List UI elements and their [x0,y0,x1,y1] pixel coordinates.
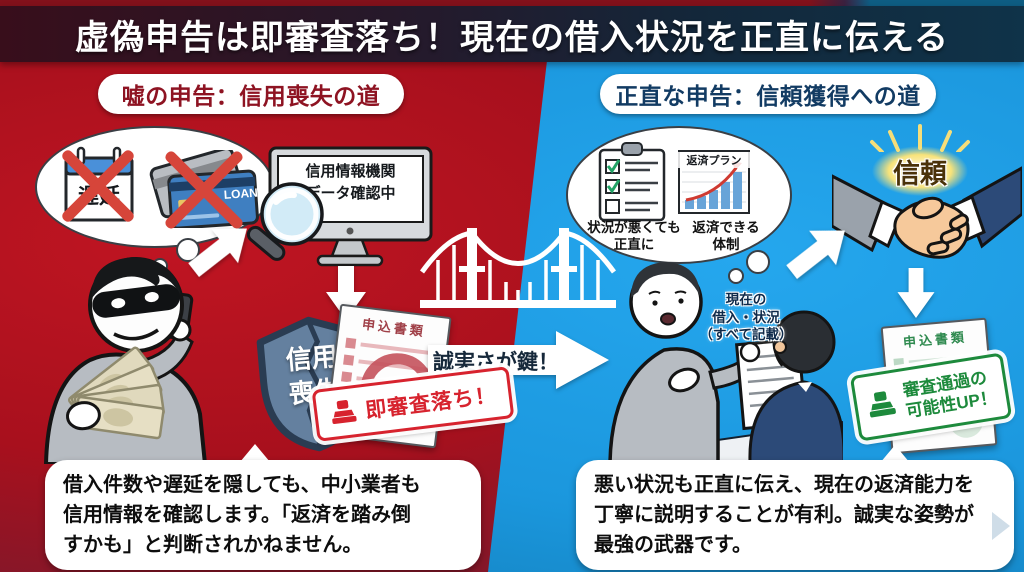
approved-doc-title: 申込書類 [902,329,968,350]
left-caption-tail [240,444,270,462]
calendar-x-icon [50,138,146,234]
trust-badge-label: 信頼 [893,158,947,189]
bridge-icon [419,220,617,334]
dishonest-applicant-illustration [28,242,263,466]
left-header-label: 嘘の申告：信用喪失の道 [121,83,381,109]
instant-rejection-stamp-badge: 即審査落ち！ [311,366,515,442]
conversation-note: 現在の 借入・状況 （すべて記載） [699,292,793,343]
top-strip [0,0,1024,8]
chart-title: 返済プラン [678,152,750,168]
sincerity-arrow-label: 誠実さが鍵！ [433,351,559,374]
magnifier-icon [240,176,336,276]
stamp-icon [332,400,357,424]
repayment-plan-chart: 返済プラン [678,150,750,214]
handshake-illustration [830,150,1024,288]
arrow-up-right-icon [777,210,865,296]
approve-stamp-label: 審査通過の 可能性UP！ [901,367,999,421]
right-caption: 悪い状況も正直に伝え、現在の返済能力を 丁寧に説明することが有利。誠実な姿勢が … [576,460,1014,570]
left-caption: 借入件数や遅延を隠しても、中小業者も 信用情報を確認します。「返済を踏み倒 すか… [45,460,481,570]
checklist-caption: 状況が悪くても 正直に [587,220,681,252]
monitor-screen-text: 信用情報機関 データ確認中 [305,163,396,202]
right-section-header: 正直な申告：信頼獲得への道 [600,74,936,114]
thought-bubble-dot [746,250,770,274]
reject-stamp-label: 即審査落ち！ [364,383,498,423]
checklist-clipboard-icon [598,142,666,222]
right-caption-tail-right [992,512,1010,540]
approval-chance-stamp-badge: 審査通過の 可能性UP！ [849,352,1013,442]
honest-conversation-illustration [598,250,846,464]
arrow-down-icon [326,266,366,320]
stamp-icon [870,391,897,418]
arrow-down-icon [896,268,936,318]
trust-glow-rays-icon [868,122,972,154]
chart-caption: 返済できる 体制 [692,220,760,252]
page-title: 虚偽申告は即審査落ち！現在の借入状況を正直に伝える [75,18,949,57]
arrow-up-right-icon [179,208,267,294]
right-caption-tail-up [880,445,910,463]
left-section-header: 嘘の申告：信用喪失の道 [98,74,404,114]
title-banner: 虚偽申告は即審査落ち！現在の借入状況を正直に伝える [0,6,1024,62]
thought-bubble-dot [728,268,744,284]
trust-badge: 信頼 [872,146,968,196]
right-header-label: 正直な申告：信頼獲得への道 [615,83,921,109]
